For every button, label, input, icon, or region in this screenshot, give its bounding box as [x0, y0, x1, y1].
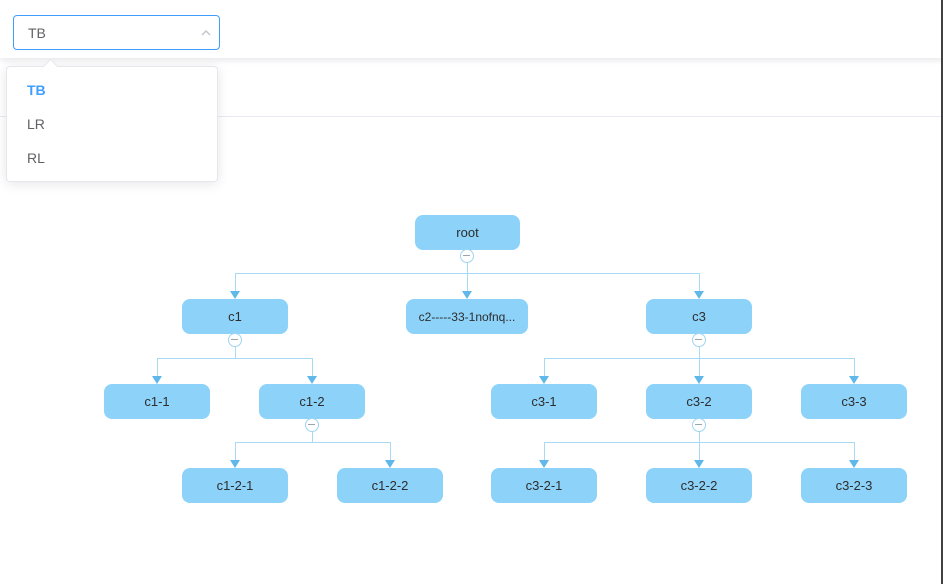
connector-line: [390, 443, 391, 461]
connector-line: [544, 443, 545, 461]
tree-node-c3-2-1[interactable]: c3-2-1: [491, 468, 597, 503]
connector-line: [854, 443, 855, 461]
window-edge: [941, 0, 943, 584]
arrow-down-icon: [230, 460, 240, 468]
arrow-down-icon: [462, 291, 472, 299]
tree-node-c3-2-2[interactable]: c3-2-2: [646, 468, 752, 503]
direction-dropdown: TB LR RL: [6, 58, 218, 182]
dropdown-option-rl[interactable]: RL: [27, 150, 45, 166]
tree-node-c1-2-1[interactable]: c1-2-1: [182, 468, 288, 503]
connector-line: [157, 359, 158, 377]
tree-node-c3[interactable]: c3: [646, 299, 752, 334]
arrow-down-icon: [307, 376, 317, 384]
connector-line: [235, 273, 700, 274]
connector-line: [312, 359, 313, 377]
direction-select-value: TB: [28, 24, 46, 41]
connector-line: [235, 347, 236, 358]
toolbar: TB: [0, 0, 943, 58]
connector-line: [235, 442, 391, 443]
tree-node-c3-2[interactable]: c3-2: [646, 384, 752, 419]
tree-node-c3-2-3[interactable]: c3-2-3: [801, 468, 907, 503]
collapse-button-c3-2[interactable]: [692, 418, 706, 432]
connector-line: [467, 274, 468, 292]
connector-line: [467, 263, 468, 273]
collapse-button-root[interactable]: [460, 249, 474, 263]
connector-line: [699, 432, 700, 442]
connector-line: [699, 274, 700, 292]
collapse-button-c1-2[interactable]: [305, 418, 319, 432]
tree-node-c1-2-2[interactable]: c1-2-2: [337, 468, 443, 503]
connector-line: [235, 274, 236, 292]
arrow-down-icon: [152, 376, 162, 384]
collapse-button-c3[interactable]: [692, 333, 706, 347]
connector-line: [312, 432, 313, 442]
tree-node-c1-2[interactable]: c1-2: [259, 384, 365, 419]
arrow-down-icon: [694, 460, 704, 468]
connector-line: [157, 358, 313, 359]
connector-line: [544, 442, 855, 443]
dropdown-arrow-icon: [42, 58, 59, 75]
arrow-down-icon: [849, 460, 859, 468]
chevron-up-icon[interactable]: [193, 27, 219, 39]
arrow-down-icon: [849, 376, 859, 384]
connector-line: [699, 347, 700, 358]
tree-node-c1-1[interactable]: c1-1: [104, 384, 210, 419]
arrow-down-icon: [694, 291, 704, 299]
connector-line: [235, 443, 236, 461]
section-divider: [0, 116, 943, 117]
connector-line: [544, 359, 545, 377]
connector-line: [544, 358, 855, 359]
tree-node-c1[interactable]: c1: [182, 299, 288, 334]
arrow-down-icon: [385, 460, 395, 468]
dropdown-option-lr[interactable]: LR: [27, 116, 45, 132]
arrow-down-icon: [539, 460, 549, 468]
arrow-down-icon: [539, 376, 549, 384]
collapse-button-c1[interactable]: [228, 333, 242, 347]
arrow-down-icon: [230, 291, 240, 299]
tree-node-c2[interactable]: c2-----33-1nofnq...: [406, 299, 528, 334]
tree-node-root[interactable]: root: [415, 215, 520, 250]
connector-line: [699, 359, 700, 377]
connector-line: [854, 359, 855, 377]
direction-select[interactable]: TB: [13, 15, 220, 50]
arrow-down-icon: [694, 376, 704, 384]
connector-line: [699, 443, 700, 461]
tree-node-c3-3[interactable]: c3-3: [801, 384, 907, 419]
dropdown-option-tb[interactable]: TB: [27, 82, 46, 98]
tree-node-c3-1[interactable]: c3-1: [491, 384, 597, 419]
